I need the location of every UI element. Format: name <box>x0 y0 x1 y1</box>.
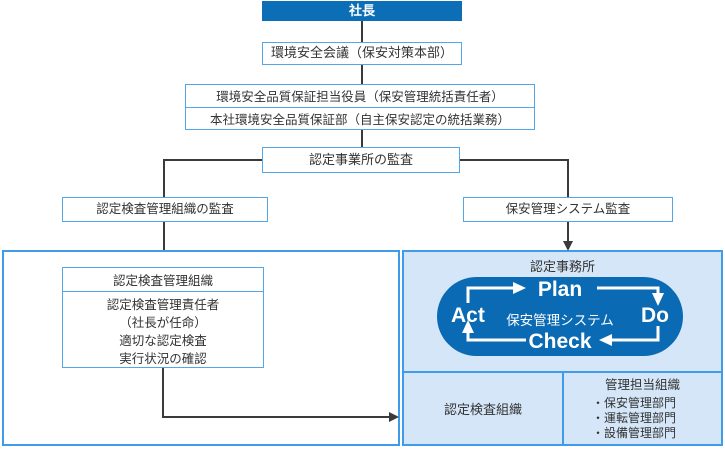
office-panel-horizontal-divider <box>404 371 721 373</box>
pdca-cycle-arrows-icon <box>462 282 664 346</box>
quality-officer-row: 環境安全品質保証担当役員（保安管理統括責任者） <box>186 85 534 108</box>
connector-audit-left-vertical <box>163 159 165 197</box>
management-org-item: ・運転管理部門 <box>592 411 677 425</box>
arrow-right-icon <box>389 411 399 422</box>
certified-office-title: 認定事務所 <box>529 259 595 274</box>
head-office-dept-row: 本社環境安全品質保証部（自主保安認定の統括業務） <box>209 112 510 127</box>
office-panel-vertical-divider <box>562 373 564 444</box>
connector-audit-right-vertical <box>567 159 569 197</box>
connector-audit-left-horizontal <box>164 159 262 161</box>
safety-council-box: 環境安全会議（保安対策本部） <box>262 42 462 65</box>
pdca-act-label: Act <box>451 304 485 327</box>
management-org-item: ・保安管理部門 <box>592 396 677 410</box>
officer-dept-box: 環境安全品質保証担当役員（保安管理統括責任者） 本社環境安全品質保証部（自主保安… <box>185 84 535 130</box>
arrow-left-stem <box>163 222 165 254</box>
office-audit-box: 認定事業所の監査 <box>262 147 460 173</box>
management-org-item: ・設備管理部門 <box>592 426 677 440</box>
pdca-center-label: 保安管理システム <box>506 313 614 328</box>
inspection-org-cell: 認定検査組織 <box>443 402 522 417</box>
connector-council-officer <box>361 65 363 84</box>
arrow-right-stem <box>567 222 569 241</box>
org-body-line: 適切な認定検査 <box>119 334 207 348</box>
connector-audit-right-horizontal <box>460 159 568 161</box>
pdca-plan-label: Plan <box>537 278 583 301</box>
pdca-check-label: Check <box>528 330 592 353</box>
arrow-down-icon <box>562 241 573 251</box>
inspection-org-audit-box: 認定検査管理組織の監査 <box>62 197 268 222</box>
org-body-line: 実行状況の確認 <box>119 352 207 366</box>
pdca-cycle: Plan Act Do 保安管理システム Check <box>437 277 683 356</box>
elbow-arrow-horizontal <box>162 416 390 418</box>
pdca-do-label: Do <box>641 304 669 327</box>
org-body-line: （社長が任命） <box>119 316 207 330</box>
safety-system-audit-box: 保安管理システム監査 <box>463 197 673 222</box>
inspection-management-org-box: 認定検査管理組織 認定検査管理責任者 （社長が任命） 適切な認定検査 実行状況の… <box>62 267 264 368</box>
connector-officer-audit <box>361 130 363 147</box>
inspection-management-org-header: 認定検査管理組織 <box>63 268 263 292</box>
management-org-header: 管理担当組織 <box>604 378 680 392</box>
elbow-arrow-vertical <box>162 368 164 418</box>
president-box: 社長 <box>262 1 462 21</box>
management-org-cell: 管理担当組織 ・保安管理部門 ・運転管理部門 ・設備管理部門 <box>564 377 721 441</box>
inspection-management-org-body: 認定検査管理責任者 （社長が任命） 適切な認定検査 実行状況の確認 <box>63 292 263 368</box>
connector-president-council <box>361 21 363 42</box>
org-body-line: 認定検査管理責任者 <box>106 298 220 312</box>
